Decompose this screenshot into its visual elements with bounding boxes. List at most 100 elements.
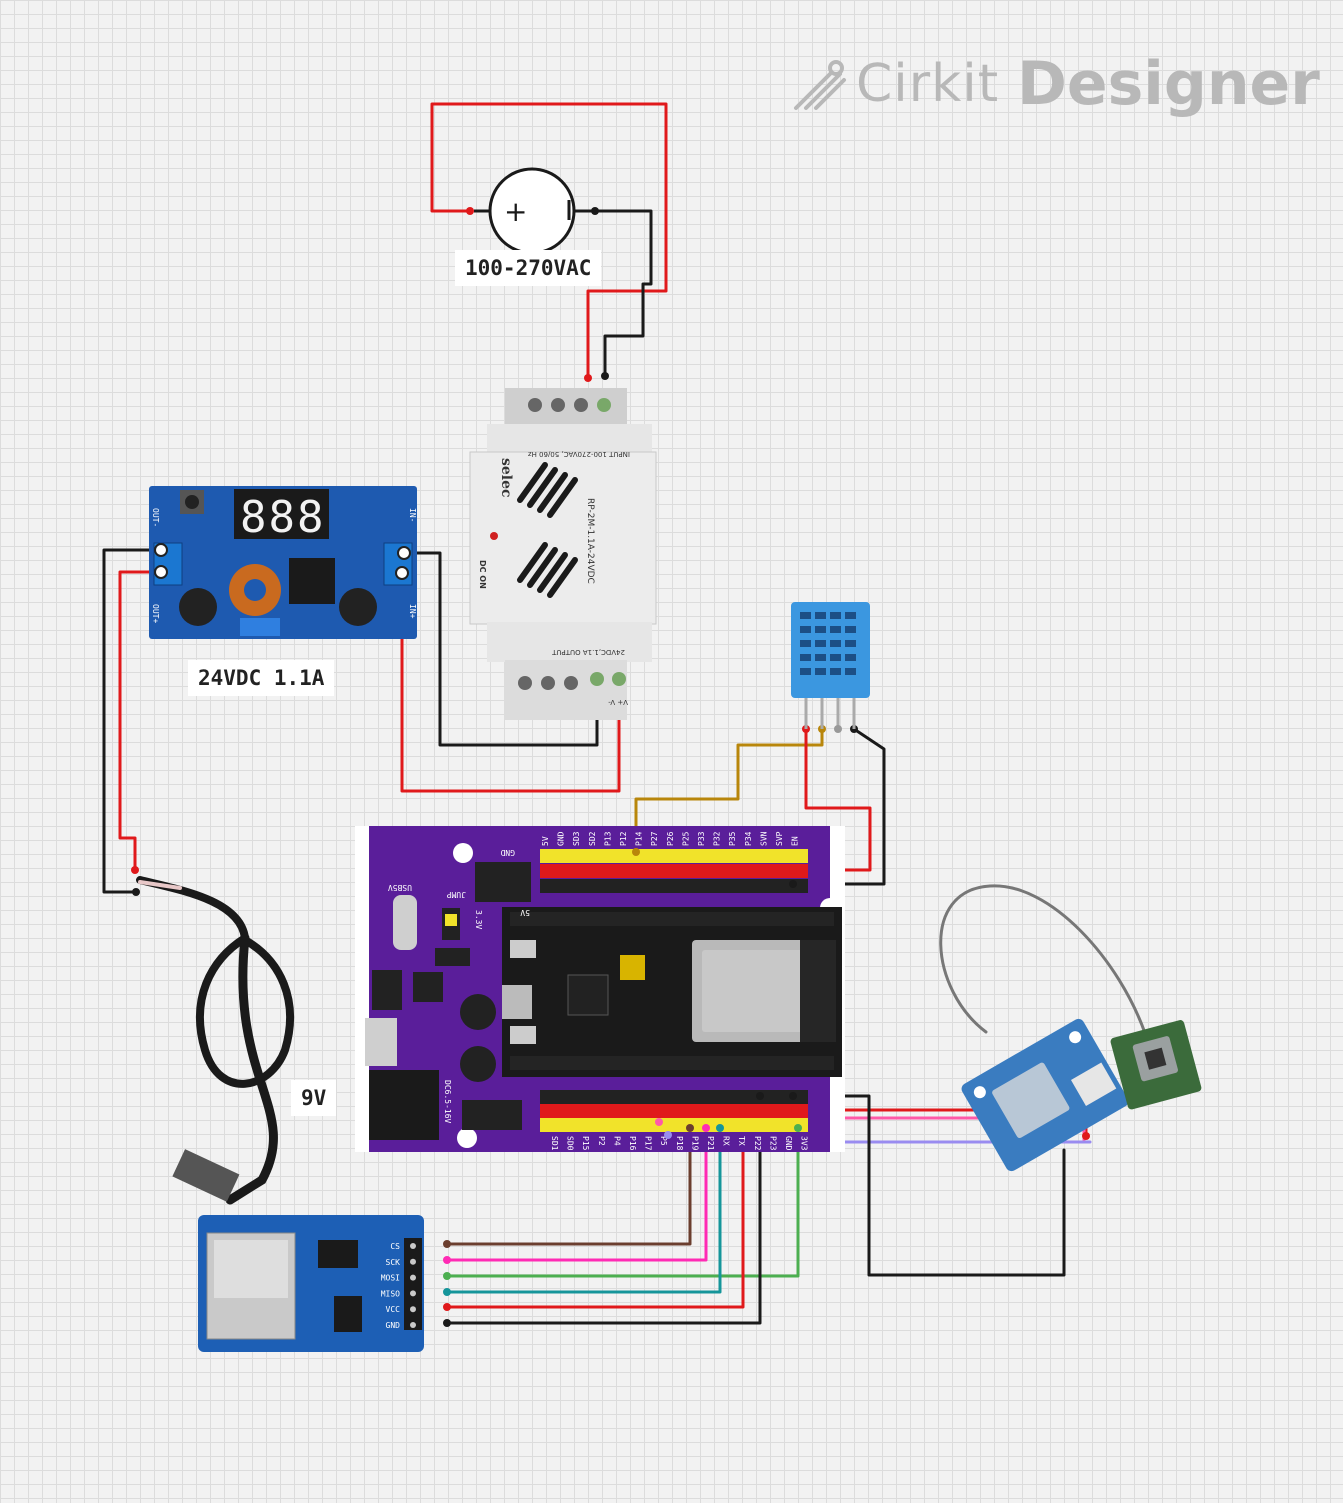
buck-trimpot[interactable]	[240, 618, 280, 636]
buck-display	[234, 489, 329, 539]
sd-pin-sck: SCK	[386, 1258, 401, 1267]
brand-logo: Cirkit Designer	[790, 44, 1320, 124]
esp32-bottom-pin-p21: P21	[706, 1136, 715, 1151]
wire-ac-neutral[interactable]	[593, 209, 653, 378]
ac-source[interactable]: +	[474, 167, 592, 255]
dc-jack[interactable]	[369, 1070, 439, 1140]
wire-24v-positive[interactable]	[400, 571, 621, 793]
esp32-bottom-pin-rx: RX	[722, 1136, 731, 1146]
dht-pins	[804, 698, 856, 729]
esp32-top-pin-en: EN	[791, 836, 800, 846]
wire-dht-data[interactable]	[634, 727, 824, 854]
psu-brand: selec	[498, 458, 514, 498]
psu-led-label: DC ON	[478, 560, 487, 589]
sd-pin-cs: CS	[390, 1242, 400, 1251]
wire-buck-out-positive[interactable]	[118, 570, 163, 872]
esp32-top-header-red	[540, 864, 808, 878]
sd-pin-miso: MISO	[381, 1289, 400, 1298]
jumper-header-gnd	[475, 862, 531, 902]
esp32-rst-button[interactable]	[510, 940, 536, 958]
cirkit-logo-icon	[794, 60, 846, 110]
sd-header	[404, 1238, 422, 1330]
board-micro-usb[interactable]	[365, 1018, 397, 1066]
psu-vent	[517, 462, 578, 598]
buck-regulator-chip	[289, 558, 335, 604]
jump-label: JUMP	[447, 890, 466, 899]
board-small-header	[462, 1100, 522, 1130]
wire-sd-gnd[interactable]	[445, 1094, 762, 1325]
esp32-top-pin-p14: P14	[635, 831, 644, 846]
esp32-bottom-pin-p22: P22	[753, 1136, 762, 1151]
esp32-top-pin-p12: P12	[619, 831, 628, 846]
ac-source-label: 100-270VAC	[455, 250, 602, 286]
esp32-top-pin-p35: P35	[728, 831, 737, 846]
wire-24v-negative[interactable]	[402, 551, 599, 747]
esp32-bottom-pin-p19: P19	[690, 1136, 699, 1151]
power-supply-label: 24VDC 1.1A	[188, 660, 335, 696]
psu-dc-on-led	[490, 532, 498, 540]
psu-output-text: 24VDC,1.1A OUTPUT	[551, 648, 625, 656]
buck-display-digits: 888	[240, 492, 325, 543]
esp32-top-pin-p26: P26	[666, 831, 675, 846]
wire-sd-vcc[interactable]	[445, 1108, 745, 1309]
esp32-top-pin-p13: P13	[603, 831, 612, 846]
esp32-bottom-pin-p15: P15	[581, 1136, 590, 1151]
jumper-5v-label: 5V	[520, 908, 530, 917]
buck-converter[interactable]: 888 OUT- OUT+ IN- IN+	[149, 486, 417, 639]
wire-sd-mosi[interactable]	[445, 1126, 800, 1278]
wire-buck-out-negative[interactable]	[102, 548, 163, 894]
wire-endpoints	[131, 207, 858, 1327]
esp32-bottom-pin-tx: TX	[737, 1136, 746, 1146]
wires	[102, 102, 1148, 1325]
esp32-antenna-area	[800, 940, 836, 1042]
wire-ac-live[interactable]	[430, 102, 668, 380]
board-cap-2	[460, 1046, 496, 1082]
wire-sd-miso[interactable]	[445, 1126, 722, 1294]
gps-antenna	[1110, 1020, 1202, 1110]
sd-pin-dot	[410, 1243, 416, 1249]
gps-module[interactable]	[959, 1017, 1202, 1174]
usb-c-port[interactable]	[393, 895, 417, 950]
wire-sd-cs[interactable]	[445, 1126, 692, 1246]
esp32-top-pin-svp: SVP	[775, 831, 784, 846]
esp32-top-header-yellow	[540, 849, 808, 863]
psu-output-terminals	[518, 672, 626, 690]
buck-pin-out-pos: OUT+	[151, 604, 160, 623]
esp32-top-pin-sd2: SD2	[588, 831, 597, 846]
sd-chip	[318, 1240, 358, 1268]
psu-input-terminals	[528, 398, 611, 412]
sd-pin-dot	[410, 1274, 416, 1281]
sd-pin-gnd: GND	[386, 1321, 401, 1330]
sd-pin-dot	[410, 1290, 416, 1297]
sd-pin-vcc: VCC	[386, 1305, 401, 1314]
wire-gps-antenna[interactable]	[939, 884, 1148, 1038]
gps-connector[interactable]	[1070, 1062, 1117, 1106]
esp32-top-pin-gnd: GND	[557, 831, 566, 846]
esp32-bottom-header-yellow	[540, 1118, 808, 1132]
dht11-sensor[interactable]	[791, 602, 870, 733]
esp32-bottom-pin-p23: P23	[768, 1136, 777, 1151]
sd-pin-dot	[410, 1322, 416, 1328]
esp32-boot-button[interactable]	[510, 1026, 536, 1044]
psu-input-text: INPUT 100-270VAC, 50/60 Hz	[528, 450, 630, 458]
din-power-supply[interactable]: selec RP-2M-1.1A-24VDC DC ON INPUT 100-2…	[469, 388, 657, 720]
ac-plus-icon: +	[504, 195, 527, 228]
sd-regulator	[334, 1296, 362, 1332]
dc-barrel-cable[interactable]	[136, 876, 294, 1205]
esp32-bottom-pin-p2: P2	[597, 1136, 606, 1146]
esp32-micro-usb[interactable]	[502, 985, 532, 1019]
esp32-bottom-pin-p17: P17	[644, 1136, 653, 1151]
buck-cap-left	[179, 588, 217, 626]
esp32-top-pin-p27: P27	[650, 831, 659, 846]
buck-pin-out-neg: OUT-	[151, 508, 160, 527]
esp32-bottom-header-red	[540, 1104, 808, 1118]
buck-pin-in-pos: IN+	[408, 604, 417, 619]
buck-cap-right	[339, 588, 377, 626]
wire-sd-sck[interactable]	[445, 1126, 708, 1262]
dc-jack-label: DC6.5-16V	[443, 1080, 452, 1124]
